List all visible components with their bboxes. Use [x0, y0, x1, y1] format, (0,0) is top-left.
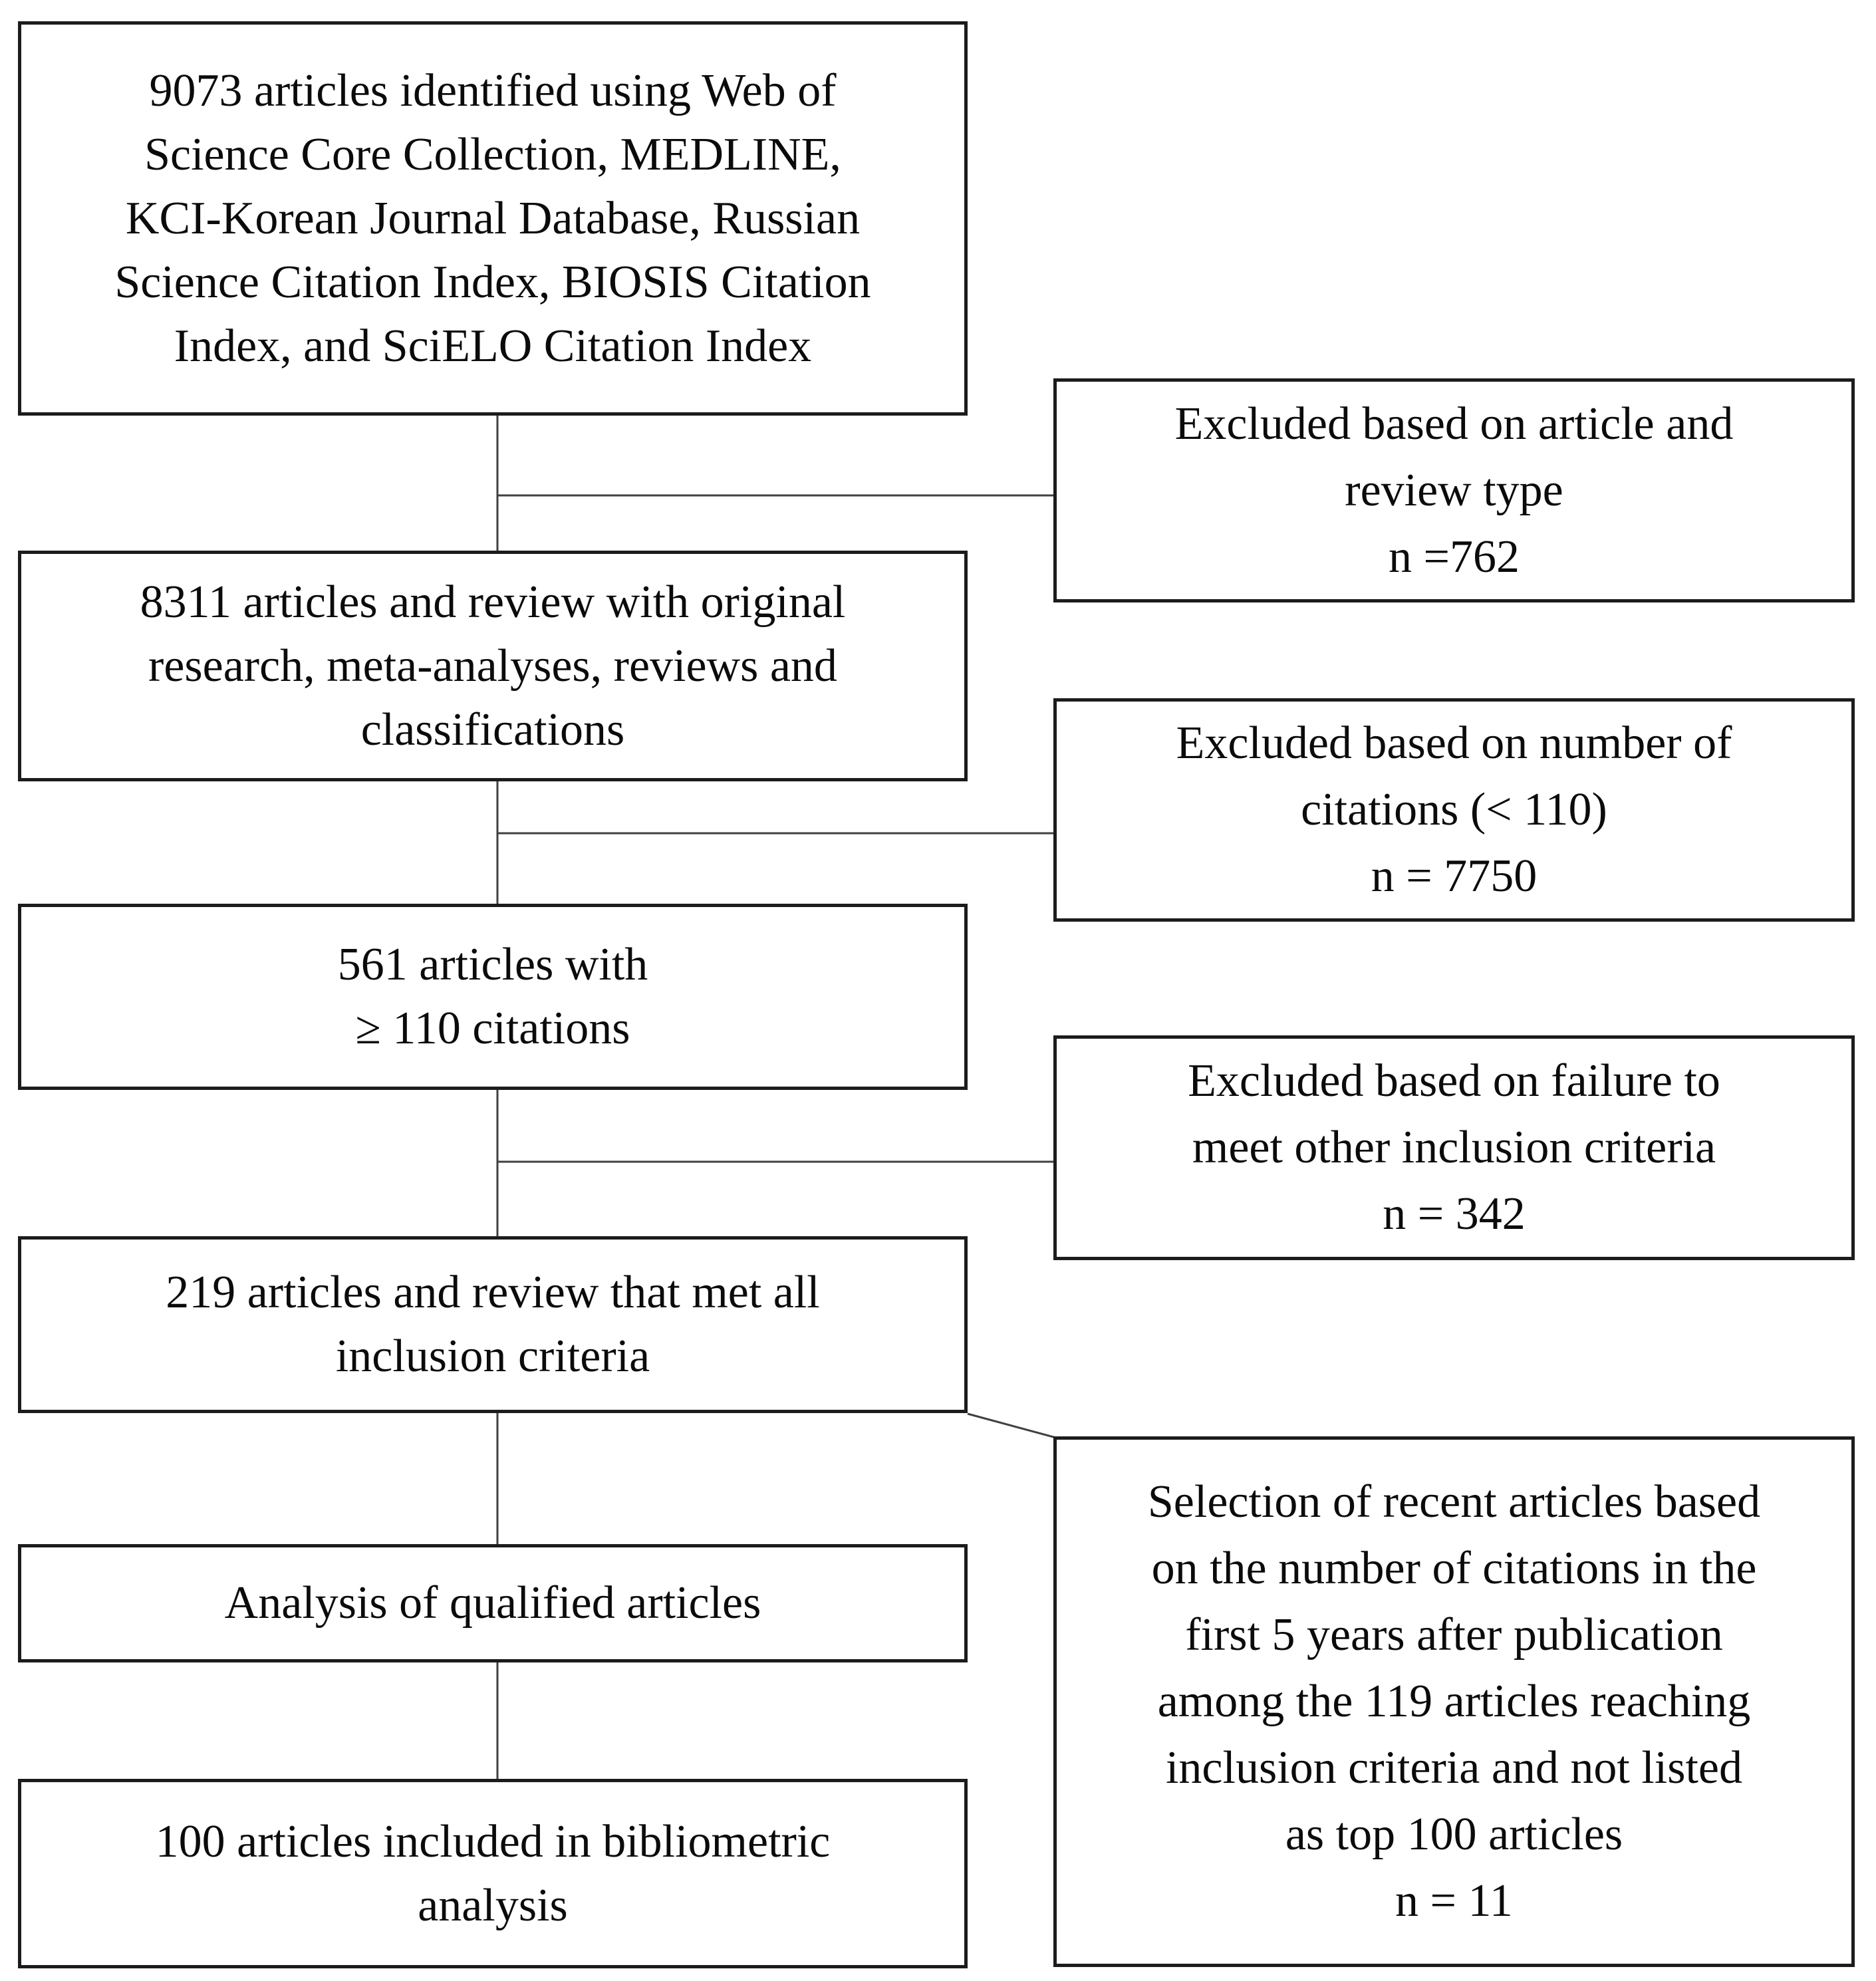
flow-box-analysis: Analysis of qualified articles	[18, 1544, 968, 1662]
box-line: review type	[1345, 464, 1563, 516]
box-line: Excluded based on failure to	[1188, 1055, 1720, 1107]
box-line: analysis	[418, 1879, 568, 1931]
box-line: 9073 articles identified using Web of	[149, 65, 837, 116]
box-line: citations (< 110)	[1301, 784, 1607, 835]
box-line: 219 articles and review that met all	[166, 1267, 820, 1318]
box-line: Index, and SciELO Citation Index	[174, 320, 812, 372]
box-line: inclusion criteria	[335, 1331, 650, 1382]
flow-box-final-included: 100 articles included in bibliometric an…	[18, 1779, 968, 1968]
box-line: 8311 articles and review with original	[140, 576, 846, 628]
flow-box-excluded-article-type: Excluded based on article and review typ…	[1053, 378, 1855, 602]
box-line: n = 7750	[1371, 851, 1538, 902]
box-line: Science Citation Index, BIOSIS Citation	[114, 256, 871, 308]
box-line: on the number of citations in the	[1151, 1543, 1757, 1594]
flow-box-met-criteria: 219 articles and review that met all inc…	[18, 1236, 968, 1413]
box-line: 100 articles included in bibliometric	[155, 1815, 831, 1867]
box-line: Excluded based on article and	[1174, 398, 1734, 450]
box-line: Analysis of qualified articles	[224, 1577, 761, 1629]
box-line: Selection of recent articles based	[1147, 1476, 1761, 1527]
box-line: ≥ 110 citations	[355, 1003, 630, 1054]
box-line: Science Core Collection, MEDLINE,	[144, 128, 841, 180]
box-line: KCI-Korean Journal Database, Russian	[125, 192, 861, 244]
box-line: classifications	[360, 704, 625, 755]
flow-box-excluded-citation-count: Excluded based on number of citations (<…	[1053, 698, 1855, 922]
box-line: Excluded based on number of	[1176, 718, 1732, 769]
box-line: n =762	[1389, 531, 1520, 583]
connector-to-recent-selection-diagonal	[967, 1412, 1057, 1439]
box-line: research, meta-analyses, reviews and	[148, 640, 837, 692]
flow-box-min-citations: 561 articles with ≥ 110 citations	[18, 904, 968, 1090]
flow-box-articles-reviews: 8311 articles and review with original r…	[18, 551, 968, 781]
box-line: among the 119 articles reaching	[1157, 1676, 1751, 1727]
flow-box-recent-selection: Selection of recent articles based on th…	[1053, 1436, 1855, 1967]
box-line: n = 11	[1395, 1875, 1513, 1926]
box-line: meet other inclusion criteria	[1192, 1122, 1716, 1173]
box-line: inclusion criteria and not listed	[1165, 1742, 1742, 1793]
flow-box-identified: 9073 articles identified using Web of Sc…	[18, 21, 968, 416]
box-line: n = 342	[1383, 1188, 1526, 1240]
box-line: as top 100 articles	[1285, 1809, 1623, 1860]
box-line: 561 articles with	[337, 939, 648, 990]
box-line: first 5 years after publication	[1185, 1609, 1723, 1660]
flow-box-excluded-other-criteria: Excluded based on failure to meet other …	[1053, 1035, 1855, 1260]
